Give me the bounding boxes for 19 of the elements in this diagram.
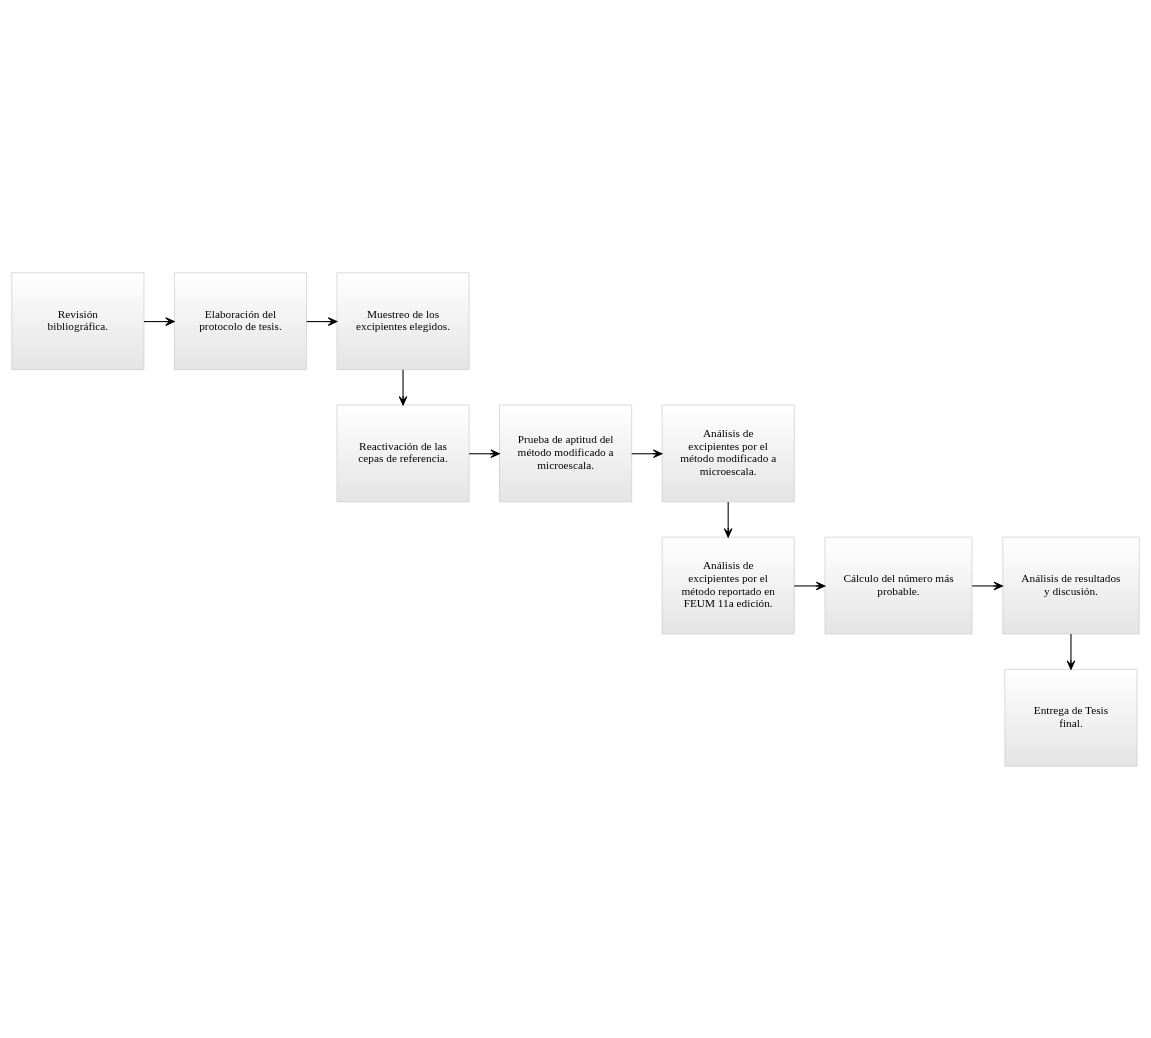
arrow: [398, 368, 408, 405]
node-box: Análisis de excipientes por el método modificado a microescala.: [661, 404, 795, 502]
node-box: Muestreo de los excipientes elegidos.: [336, 271, 470, 370]
arrow: [143, 316, 175, 326]
arrow: [1066, 633, 1076, 670]
arrow: [306, 316, 338, 326]
arrow: [631, 448, 663, 458]
node-box: Cálculo del número más probable.: [824, 536, 973, 634]
node-box: Análisis de excipientes por el método reportado en FEUM 11a edición.: [661, 536, 795, 634]
node-box: Entrega de Tesis final.: [1004, 668, 1138, 767]
node-box: Prueba de aptitud del método modificado a microescala.: [499, 404, 633, 502]
arrow: [723, 500, 733, 538]
node-box: Análisis de resultados y discusión.: [1002, 536, 1140, 634]
node-box: Elaboración del protocolo de tesis.: [174, 271, 307, 370]
node-box: Reactivación de las cepas de referencia.: [336, 404, 470, 502]
arrow: [971, 581, 1003, 590]
arrow: [793, 581, 826, 590]
arrow: [468, 448, 500, 458]
node-box: Revisión bibliográfica.: [11, 271, 145, 370]
